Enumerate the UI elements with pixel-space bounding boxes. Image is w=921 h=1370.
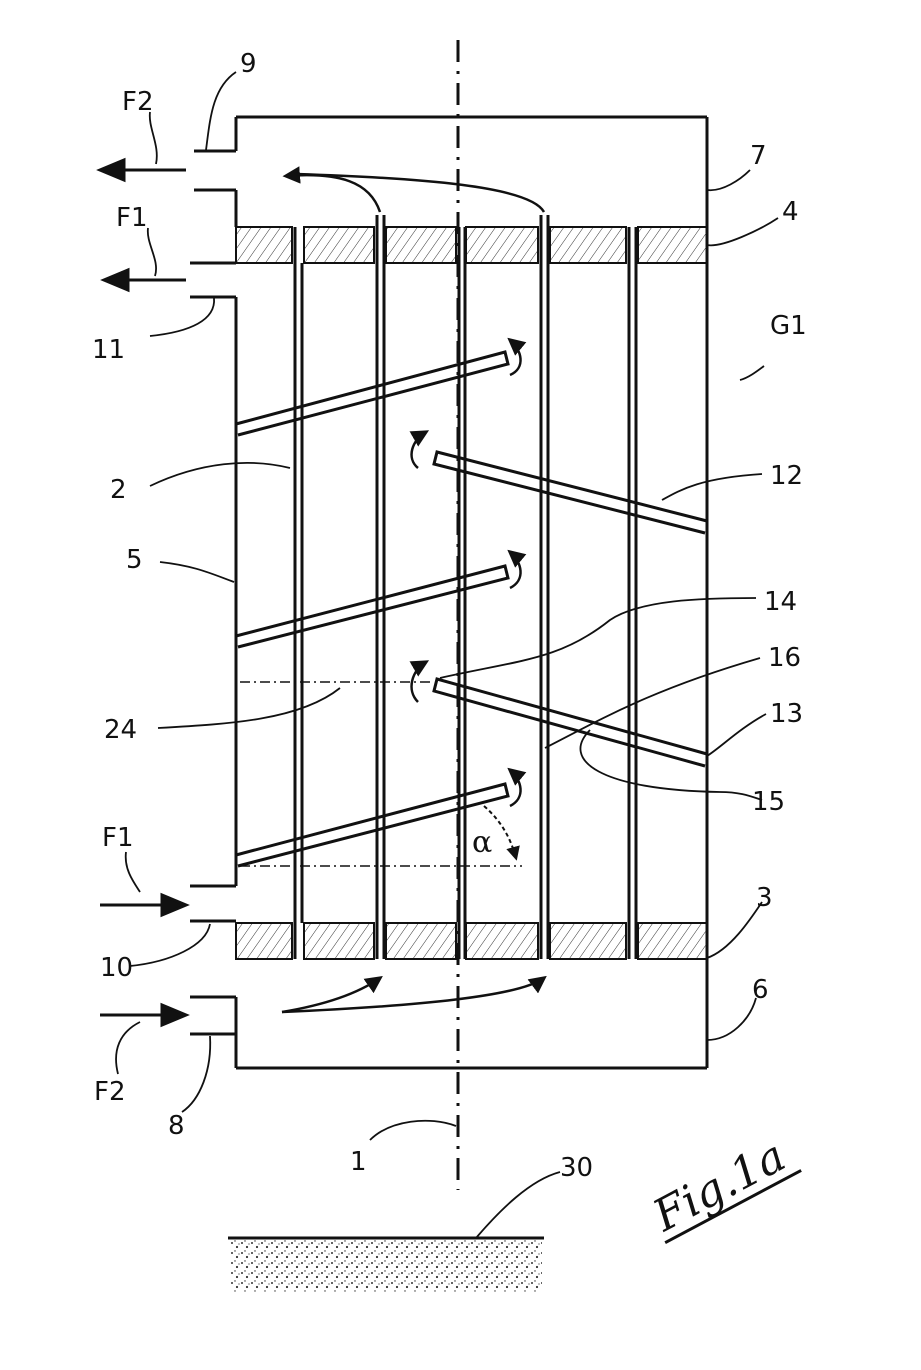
label-f2-top: F2 xyxy=(122,87,154,117)
tube-bundle xyxy=(295,215,636,959)
label-15: 15 xyxy=(752,787,785,817)
label-f2-bottom: F2 xyxy=(94,1077,126,1107)
label-2: 2 xyxy=(110,475,127,505)
label-13: 13 xyxy=(770,699,803,729)
label-6: 6 xyxy=(752,975,769,1005)
label-9: 9 xyxy=(240,49,257,79)
label-f1-bottom: F1 xyxy=(102,823,134,853)
label-1: 1 xyxy=(350,1147,367,1177)
label-16: 16 xyxy=(768,643,801,673)
label-7: 7 xyxy=(750,141,767,171)
label-3: 3 xyxy=(756,883,773,913)
label-alpha: α xyxy=(472,825,492,860)
ground-hatch xyxy=(230,1238,542,1292)
label-30: 30 xyxy=(560,1153,593,1183)
label-11: 11 xyxy=(92,335,125,365)
label-f1-top: F1 xyxy=(116,203,148,233)
label-8: 8 xyxy=(168,1111,185,1141)
label-12: 12 xyxy=(770,461,803,491)
label-5: 5 xyxy=(126,545,143,575)
external-flow-arrows xyxy=(100,160,186,1025)
figure-caption: Fig.1a xyxy=(642,1126,802,1243)
chamber-flow-arrows xyxy=(282,174,544,1012)
label-14: 14 xyxy=(764,587,797,617)
label-10: 10 xyxy=(100,953,133,983)
label-24: 24 xyxy=(104,715,137,745)
label-4: 4 xyxy=(782,197,799,227)
label-g1: G1 xyxy=(770,311,807,341)
